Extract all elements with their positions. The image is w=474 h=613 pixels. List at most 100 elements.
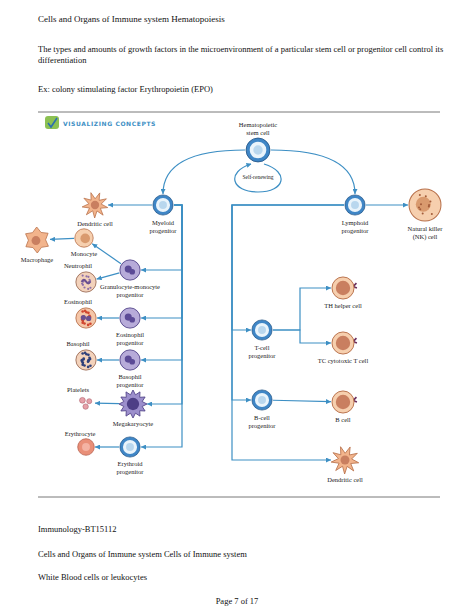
cell-part: [255, 393, 269, 407]
lineage-arrow: [97, 317, 119, 318]
cell-label: Megakaryocyte: [105, 420, 161, 428]
cell-node: Eosinophil: [75, 307, 97, 329]
lineage-arrow: [366, 204, 408, 205]
cell-label: B-cell progenitor: [242, 414, 282, 429]
lineage-arrow: [97, 359, 119, 360]
cell-node: Dendritic cell: [82, 192, 108, 218]
cell-part: [83, 404, 88, 409]
cell-label: Eosinophil progenitor: [105, 331, 155, 346]
cell-part: [419, 208, 421, 210]
cell-icon: [119, 349, 141, 371]
cell-icon: [331, 276, 355, 300]
cell-icon: [82, 192, 108, 218]
example-line: Ex: colony stimulating factor Erythropoi…: [38, 84, 448, 95]
cell-label: TC cytotoxic T cell: [311, 357, 375, 365]
cell-label: Erythroid progenitor: [105, 460, 155, 475]
cell-icon: [331, 331, 355, 355]
cell-part: [129, 359, 135, 365]
cell-label: Dendritic cell: [325, 476, 365, 484]
cell-part: [87, 366, 90, 369]
cell-part: [81, 363, 84, 366]
cell-part: [255, 323, 269, 337]
cell-part: [87, 288, 89, 290]
cell-part: [89, 364, 92, 367]
cell-part: [120, 260, 140, 280]
cell-part: [87, 360, 90, 363]
cell-label: Basophil: [58, 340, 98, 348]
figure-top-rule: [38, 112, 440, 113]
cell-part: [82, 274, 84, 276]
cell-label: Hematopoietic stem cell: [234, 121, 282, 136]
page-heading: Cells and Organs of Immune system Hemato…: [38, 14, 458, 25]
cell-icon: [77, 438, 95, 456]
cell-node: Eosinophil progenitor: [119, 307, 141, 329]
lineage-arrow: [273, 400, 331, 401]
lineage-arrow: [273, 330, 331, 343]
cell-part: [26, 227, 49, 253]
cell-part: [86, 316, 91, 321]
cell-part: [336, 395, 350, 409]
cell-part: [258, 396, 266, 404]
lineage-arrow: [271, 150, 355, 194]
cell-part: [159, 201, 167, 209]
cell-part: [85, 275, 87, 277]
cell-part: [84, 351, 87, 354]
cell-icon: [331, 446, 359, 474]
lineage-arrow: [50, 238, 74, 239]
cell-part: [418, 206, 420, 208]
cell-part: [80, 397, 86, 403]
cell-part: [76, 350, 96, 370]
cell-icon: [119, 259, 141, 281]
cell-node: Monocyte: [74, 228, 94, 248]
cell-label: Neutrophil: [58, 262, 98, 270]
lineage-arrow: [273, 288, 331, 330]
cell-part: [129, 317, 135, 323]
cell-icon: [75, 307, 97, 329]
cell-part: [422, 213, 424, 215]
cell-part: [89, 287, 91, 289]
lineage-arrow: [141, 205, 182, 447]
cell-part: [428, 205, 430, 207]
cell-part: [32, 236, 41, 245]
cell-label: Platelets: [58, 386, 98, 394]
cell-node: B cell: [331, 390, 355, 414]
cell-icon: [119, 390, 147, 418]
cell-part: [416, 197, 431, 212]
cell-part: [81, 359, 84, 362]
cell-part: [345, 195, 365, 215]
cell-part: [246, 138, 270, 162]
section-subheading: White Blood cells or leukocytes: [38, 572, 438, 583]
cell-part: [420, 203, 422, 205]
cell-part: [87, 276, 89, 278]
cell-node: Hematopoietic stem cell: [245, 137, 271, 163]
cell-label: T-cell progenitor: [242, 344, 282, 359]
lineage-arrow: [232, 205, 344, 460]
cell-node: Natural killer (NK) cell: [408, 188, 442, 222]
cell-icon: [75, 349, 97, 371]
cell-part: [87, 399, 92, 404]
lineage-arrow: [141, 205, 182, 360]
cell-part: [89, 358, 92, 361]
lineage-arrow: [108, 204, 152, 205]
cell-node: Erythrocyte: [77, 438, 95, 456]
cell-icon: [245, 137, 271, 163]
cell-part: [82, 280, 91, 284]
cell-node: Erythroid progenitor: [119, 436, 141, 458]
cell-label: Myeloid progenitor: [143, 219, 183, 234]
cell-node: T-cell progenitor: [251, 319, 273, 341]
cell-part: [419, 194, 421, 196]
cell-node: TH helper cell: [331, 276, 355, 300]
cell-part: [126, 443, 134, 451]
lineage-arrow: [97, 273, 120, 279]
cell-part: [120, 350, 140, 370]
page-number: Page 7 of 17: [187, 596, 287, 607]
cell-part: [129, 269, 135, 275]
cell-icon: [119, 307, 141, 329]
cell-part: [156, 198, 170, 212]
lineage-arrow: [95, 446, 119, 447]
cell-node: Basophil progenitor: [119, 349, 141, 371]
cell-node: TC cytotoxic T cell: [331, 331, 355, 355]
cell-part: [76, 308, 96, 328]
footer-course: Immunology-BT15112: [38, 524, 438, 535]
